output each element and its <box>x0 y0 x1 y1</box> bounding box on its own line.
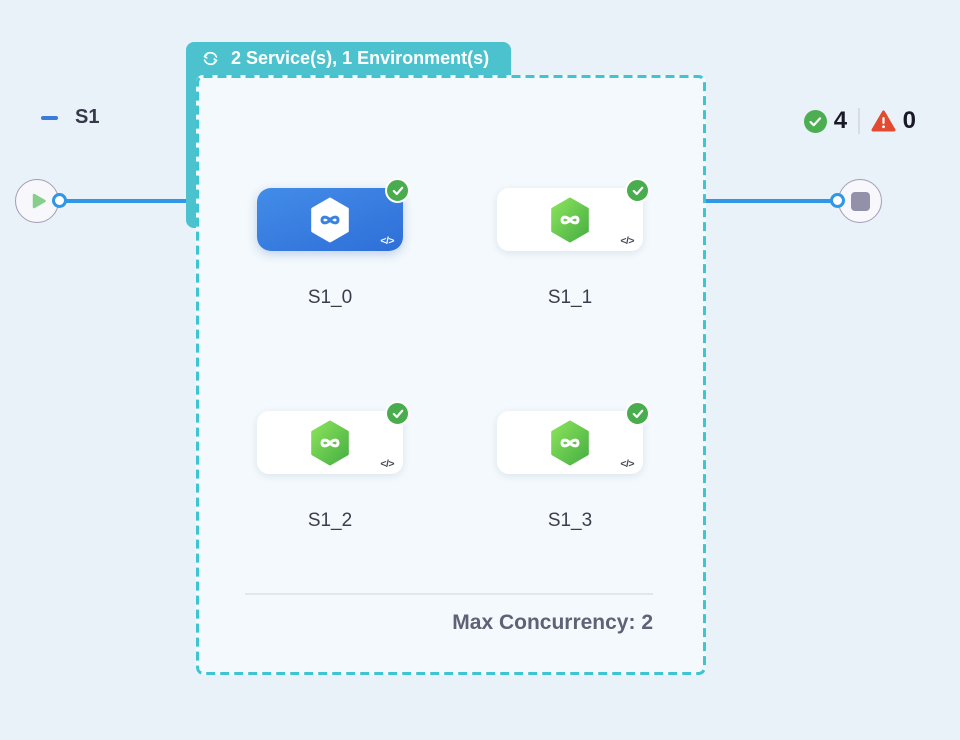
success-badge-icon <box>385 401 410 426</box>
group-title: S1 <box>75 106 100 128</box>
harness-service-icon <box>551 420 589 465</box>
service-cell: </> S1_1 <box>497 178 650 309</box>
code-icon: </> <box>620 235 634 247</box>
harness-service-icon <box>551 197 589 242</box>
service-card-s1-2[interactable]: </> <box>257 401 410 474</box>
success-count-icon <box>803 109 827 133</box>
collapse-minus-icon[interactable] <box>41 116 58 120</box>
status-counts: 4 0 <box>803 107 916 134</box>
success-badge-icon <box>385 178 410 203</box>
connector-dot-left[interactable] <box>52 193 67 208</box>
stop-icon <box>850 191 870 211</box>
service-card-s1-0[interactable]: </> <box>257 178 410 251</box>
service-cell: </> S1_3 <box>497 401 650 532</box>
play-icon <box>32 193 46 209</box>
end-node[interactable] <box>838 179 882 223</box>
connector-dot-right[interactable] <box>830 193 845 208</box>
edge-group-to-end <box>704 199 838 203</box>
success-badge-icon <box>625 401 650 426</box>
code-icon: </> <box>620 458 634 470</box>
code-icon: </> <box>380 458 394 470</box>
stage-summary-badge[interactable]: 2 Service(s), 1 Environment(s) <box>186 42 511 75</box>
success-count: 4 <box>833 107 848 134</box>
service-label: S1_2 <box>307 510 353 531</box>
stage-summary-text: 2 Service(s), 1 Environment(s) <box>231 48 490 68</box>
footer-divider <box>245 593 653 595</box>
count-divider <box>858 108 860 134</box>
start-node[interactable] <box>15 179 59 223</box>
failure-count: 0 <box>902 107 916 134</box>
service-card-s1-3[interactable]: </> <box>497 401 650 474</box>
loop-icon <box>203 51 218 66</box>
harness-service-icon <box>311 420 349 465</box>
success-badge-icon <box>625 178 650 203</box>
max-concurrency-label: Max Concurrency: 2 <box>452 611 653 634</box>
edge-start-to-group <box>59 199 198 203</box>
failure-count-icon <box>871 110 896 132</box>
service-label: S1_0 <box>307 287 353 308</box>
service-card-s1-1[interactable]: </> <box>497 178 650 251</box>
service-cell: </> S1_0 <box>257 178 410 309</box>
service-cell: </> S1_2 <box>257 401 410 532</box>
service-label: S1_1 <box>547 287 593 308</box>
code-icon: </> <box>380 235 394 247</box>
dashed-border <box>196 75 706 675</box>
harness-service-icon <box>311 197 349 242</box>
service-label: S1_3 <box>547 510 593 531</box>
matrix-group-container <box>196 75 706 675</box>
